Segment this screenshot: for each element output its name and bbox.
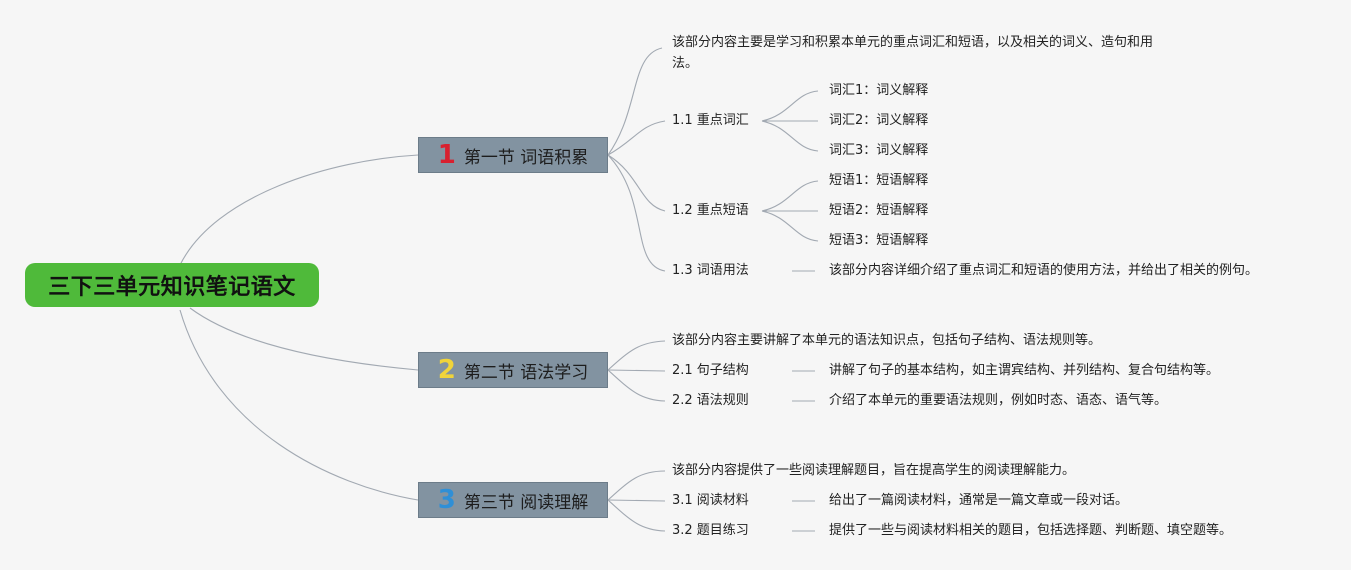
item-2-1-child-1: 讲解了句子的基本结构，如主谓宾结构、并列结构、复合句结构等。: [829, 363, 1220, 378]
item-1-2-label: 1.2 重点短语: [672, 203, 749, 218]
item-3-1-label: 3.1 阅读材料: [672, 493, 749, 508]
link-sec1-item1: [607, 120, 666, 156]
link-sec1-item3: [607, 154, 666, 272]
link-sec2-item2: [607, 369, 666, 402]
item-1-3-label: 1.3 词语用法: [672, 263, 749, 278]
root-title: 三下三单元知识笔记语文: [48, 275, 296, 300]
link-item11-c3: [761, 120, 819, 152]
section-1-node[interactable]: 1 第一节 词语积累: [418, 137, 608, 173]
section-3-number: 3: [437, 485, 456, 515]
root-topic[interactable]: 三下三单元知识笔记语文: [25, 263, 319, 307]
link-root-sec3: [179, 309, 419, 501]
item-1-3-child-1: 该部分内容详细介绍了重点词汇和短语的使用方法，并给出了相关的例句。: [829, 263, 1259, 278]
section-2-summary: 该部分内容主要讲解了本单元的语法知识点，包括句子结构、语法规则等。: [672, 333, 1102, 348]
item-2-2-label: 2.2 语法规则: [672, 393, 749, 408]
item-2-2-child-1: 介绍了本单元的重要语法规则，例如时态、语态、语气等。: [829, 393, 1168, 408]
link-sec2-item1: [607, 369, 666, 372]
link-item12-c1: [761, 180, 819, 212]
link-root-sec2: [189, 307, 419, 371]
item-1-1-child-3: 词汇3：词义解释: [829, 143, 929, 158]
link-sec2-summary: [607, 340, 666, 371]
link-sec3-item1: [607, 499, 666, 502]
item-3-1-child-1: 给出了一篇阅读材料，通常是一篇文章或一段对话。: [829, 493, 1129, 508]
section-1-number: 1: [437, 140, 456, 170]
item-1-2-child-2: 短语2：短语解释: [829, 203, 929, 218]
item-1-2-child-3: 短语3：短语解释: [829, 233, 929, 248]
section-3-summary: 该部分内容提供了一些阅读理解题目，旨在提高学生的阅读理解能力。: [672, 463, 1076, 478]
link-sec3-summary: [607, 470, 666, 501]
section-2-number: 2: [437, 355, 456, 385]
item-1-1-label: 1.1 重点词汇: [672, 113, 749, 128]
item-1-1-child-1: 词汇1：词义解释: [829, 83, 929, 98]
item-2-1-label: 2.1 句子结构: [672, 363, 749, 378]
section-3-node[interactable]: 3 第三节 阅读理解: [418, 482, 608, 518]
item-3-2-child-1: 提供了一些与阅读材料相关的题目，包括选择题、判断题、填空题等。: [829, 523, 1233, 538]
link-sec1-summary: [607, 47, 663, 156]
item-3-2-label: 3.2 题目练习: [672, 523, 749, 538]
section-2-title: 第二节 语法学习: [463, 362, 589, 383]
item-1-1-child-2: 词汇2：词义解释: [829, 113, 929, 128]
link-root-sec1: [179, 154, 419, 266]
section-1-summary: 该部分内容主要是学习和积累本单元的重点词汇和短语，以及相关的词义、造句和用法。: [672, 35, 1154, 71]
link-item12-c3: [761, 210, 819, 242]
section-3-title: 第三节 阅读理解: [463, 492, 589, 513]
item-1-2-child-1: 短语1：短语解释: [829, 173, 929, 188]
section-2-node[interactable]: 2 第二节 语法学习: [418, 352, 608, 388]
link-sec1-item2: [607, 154, 666, 212]
link-sec3-item2: [607, 499, 666, 532]
section-1-title: 第一节 词语积累: [463, 147, 589, 168]
link-item11-c1: [761, 90, 819, 122]
